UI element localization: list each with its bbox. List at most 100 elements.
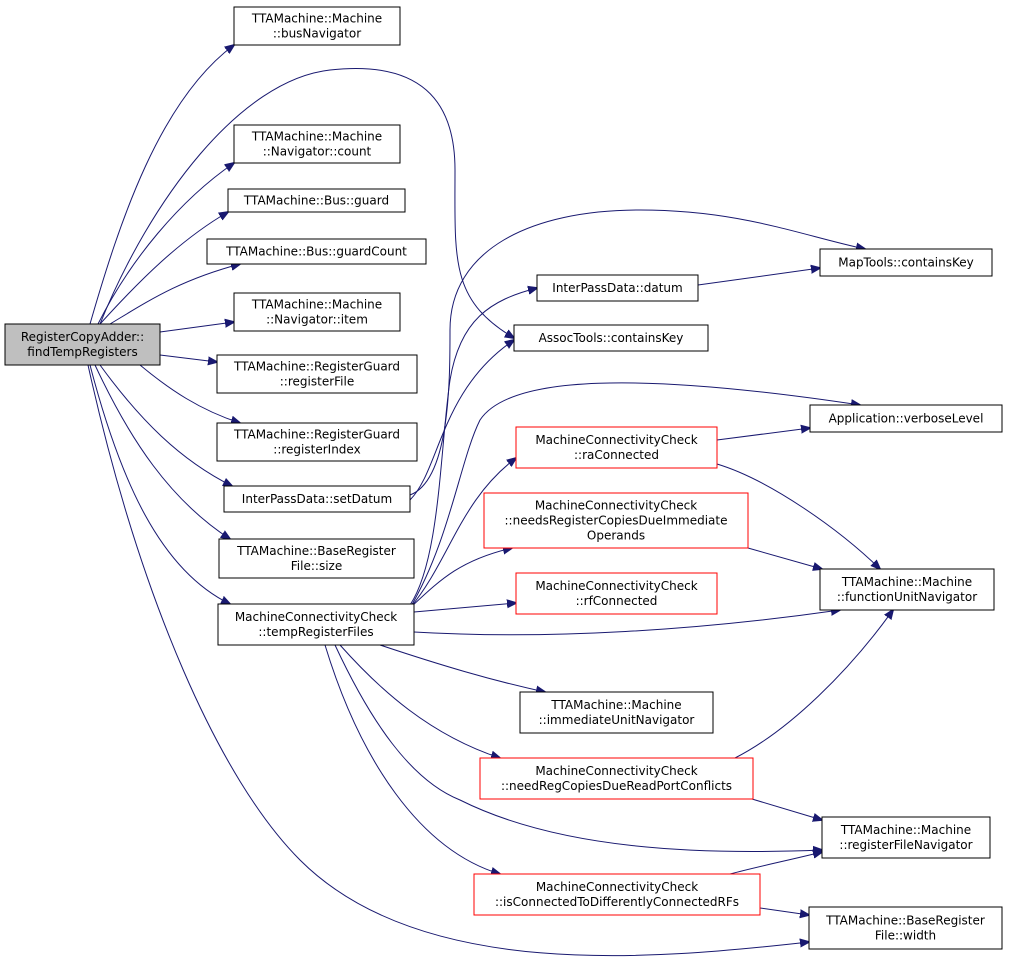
node-box: [536, 274, 699, 302]
node-label-line: File::width: [875, 929, 936, 943]
node-label-line: InterPassData::datum: [552, 281, 682, 295]
node-box: [4, 323, 161, 366]
edge-tempRF-to-rfNavigator: [334, 644, 822, 852]
node-label-line: ::registerFileNavigator: [839, 838, 972, 852]
node-box: [819, 248, 993, 277]
edge-tempRF-to-datum: [409, 288, 537, 606]
node-label-line: File::size: [291, 559, 342, 573]
node-box: [217, 603, 415, 646]
node-datum[interactable]: InterPassData::datum: [536, 274, 699, 302]
node-label-line: MachineConnectivityCheck: [535, 499, 697, 513]
node-box: [821, 816, 991, 859]
edge-tempRF-to-needRegCopiesRP: [339, 644, 500, 758]
edge-root-to-navItem: [159, 322, 234, 333]
node-rfConnected[interactable]: MachineConnectivityCheck::rfConnected: [515, 572, 718, 615]
node-label-line: TTAMachine::RegisterGuard: [233, 428, 400, 442]
node-label-line: TTAMachine::Machine: [841, 575, 972, 589]
node-label-line: TTAMachine::Bus::guardCount: [225, 245, 407, 259]
node-label-line: MachineConnectivityCheck: [535, 579, 697, 593]
node-tempRF[interactable]: MachineConnectivityCheck::tempRegisterFi…: [217, 603, 415, 646]
edge-isConnDiff-to-rfNavigator: [729, 852, 822, 875]
edge-root-to-regGuardRF: [159, 354, 217, 362]
node-label-line: ::registerIndex: [273, 443, 360, 457]
node-needsRegCopiesImm[interactable]: MachineConnectivityCheck::needsRegisterC…: [483, 492, 749, 549]
edge-tempRF-to-needsRegCopiesImm: [409, 548, 512, 609]
edge-tempRF-to-rfConnected: [413, 603, 516, 613]
node-label-line: TTAMachine::RegisterGuard: [233, 360, 400, 374]
node-mapContains[interactable]: MapTools::containsKey: [819, 248, 993, 277]
node-box: [227, 188, 406, 213]
node-label-line: ::needRegCopiesDueReadPortConflicts: [501, 779, 732, 793]
node-label-line: TTAMachine::Machine: [251, 130, 382, 144]
node-box: [233, 124, 401, 164]
edge-isConnDiff-to-baseRFWidth: [759, 907, 809, 915]
node-busNavigator[interactable]: TTAMachine::Machine::busNavigator: [233, 6, 401, 46]
node-box: [519, 691, 714, 734]
node-label-line: ::needsRegisterCopiesDueImmediate: [505, 514, 728, 528]
node-regGuardIdx[interactable]: TTAMachine::RegisterGuard::registerIndex: [216, 422, 418, 462]
node-needRegCopiesRP[interactable]: MachineConnectivityCheck::needRegCopiesD…: [479, 757, 754, 800]
node-label-line: TTAMachine::Machine: [251, 298, 382, 312]
node-box: [483, 492, 749, 549]
edge-root-to-busGuardCount: [109, 264, 240, 325]
node-label-line: RegisterCopyAdder::: [21, 330, 144, 344]
node-box: [223, 485, 411, 513]
node-isConnDiff[interactable]: MachineConnectivityCheck::isConnectedToD…: [473, 873, 761, 916]
node-label-line: ::rfConnected: [576, 594, 658, 608]
edge-needRegCopiesRP-to-rfNavigator: [751, 798, 822, 820]
node-label-line: MachineConnectivityCheck: [536, 880, 698, 894]
node-label-line: MachineConnectivityCheck: [535, 764, 697, 778]
node-label-line: MachineConnectivityCheck: [235, 610, 397, 624]
node-assocContains[interactable]: AssocTools::containsKey: [513, 324, 709, 352]
node-label-line: AssocTools::containsKey: [539, 331, 684, 345]
node-box: [473, 873, 761, 916]
node-label-line: ::Navigator::item: [266, 313, 368, 327]
edge-tempRF-to-raConnected: [409, 458, 516, 609]
edge-root-to-navCount: [97, 163, 234, 325]
node-raConnected[interactable]: MachineConnectivityCheck::raConnected: [515, 426, 718, 469]
edge-setDatum-to-assocContains: [409, 340, 514, 501]
node-root[interactable]: RegisterCopyAdder::findTempRegisters: [4, 323, 161, 366]
node-label-line: TTAMachine::Machine: [550, 698, 681, 712]
node-box: [233, 6, 401, 46]
node-box: [808, 906, 1003, 950]
node-busGuard[interactable]: TTAMachine::Bus::guard: [227, 188, 406, 213]
edge-raConnected-to-fuNavigator: [716, 463, 880, 569]
edge-tempRF-to-verboseLevel: [409, 382, 860, 609]
nodes-layer: RegisterCopyAdder::findTempRegistersTTAM…: [4, 6, 1003, 950]
node-verboseLevel[interactable]: Application::verboseLevel: [809, 404, 1003, 433]
node-label-line: ::busNavigator: [273, 27, 361, 41]
edge-raConnected-to-verboseLevel: [716, 428, 810, 441]
edge-tempRF-to-fuNavigator: [413, 610, 840, 636]
node-label-line: Operands: [587, 529, 645, 543]
node-box: [515, 426, 718, 469]
node-label-line: ::registerFile: [280, 375, 354, 389]
node-label-line: ::tempRegisterFiles: [258, 625, 373, 639]
node-iuNavigator[interactable]: TTAMachine::Machine::immediateUnitNaviga…: [519, 691, 714, 734]
edge-root-to-busNavigator: [89, 45, 234, 325]
node-setDatum[interactable]: InterPassData::setDatum: [223, 485, 411, 513]
node-navItem[interactable]: TTAMachine::Machine::Navigator::item: [233, 292, 401, 332]
edge-root-to-assocContains: [99, 68, 514, 338]
node-label-line: Application::verboseLevel: [829, 412, 984, 426]
edge-needRegCopiesRP-to-fuNavigator: [734, 610, 893, 759]
edge-root-to-tempRF: [89, 364, 230, 604]
node-label-line: findTempRegisters: [27, 345, 137, 359]
node-box: [479, 757, 754, 800]
node-label-line: ::Navigator::count: [263, 145, 372, 159]
node-regGuardRF[interactable]: TTAMachine::RegisterGuard::registerFile: [216, 354, 418, 394]
node-label-line: TTAMachine::Bus::guard: [243, 194, 389, 208]
edge-tempRF-to-iuNavigator: [379, 644, 545, 692]
node-box: [513, 324, 709, 352]
node-fuNavigator[interactable]: TTAMachine::Machine::functionUnitNavigat…: [819, 568, 995, 611]
edge-root-to-regGuardIdx: [139, 364, 240, 423]
node-rfNavigator[interactable]: TTAMachine::Machine::registerFileNavigat…: [821, 816, 991, 859]
node-label-line: TTAMachine::Machine: [840, 823, 971, 837]
node-label-line: ::isConnectedToDifferentlyConnectedRFs: [495, 895, 739, 909]
node-busGuardCount[interactable]: TTAMachine::Bus::guardCount: [206, 238, 427, 265]
node-label-line: TTAMachine::BaseRegister: [825, 914, 985, 928]
node-navCount[interactable]: TTAMachine::Machine::Navigator::count: [233, 124, 401, 164]
